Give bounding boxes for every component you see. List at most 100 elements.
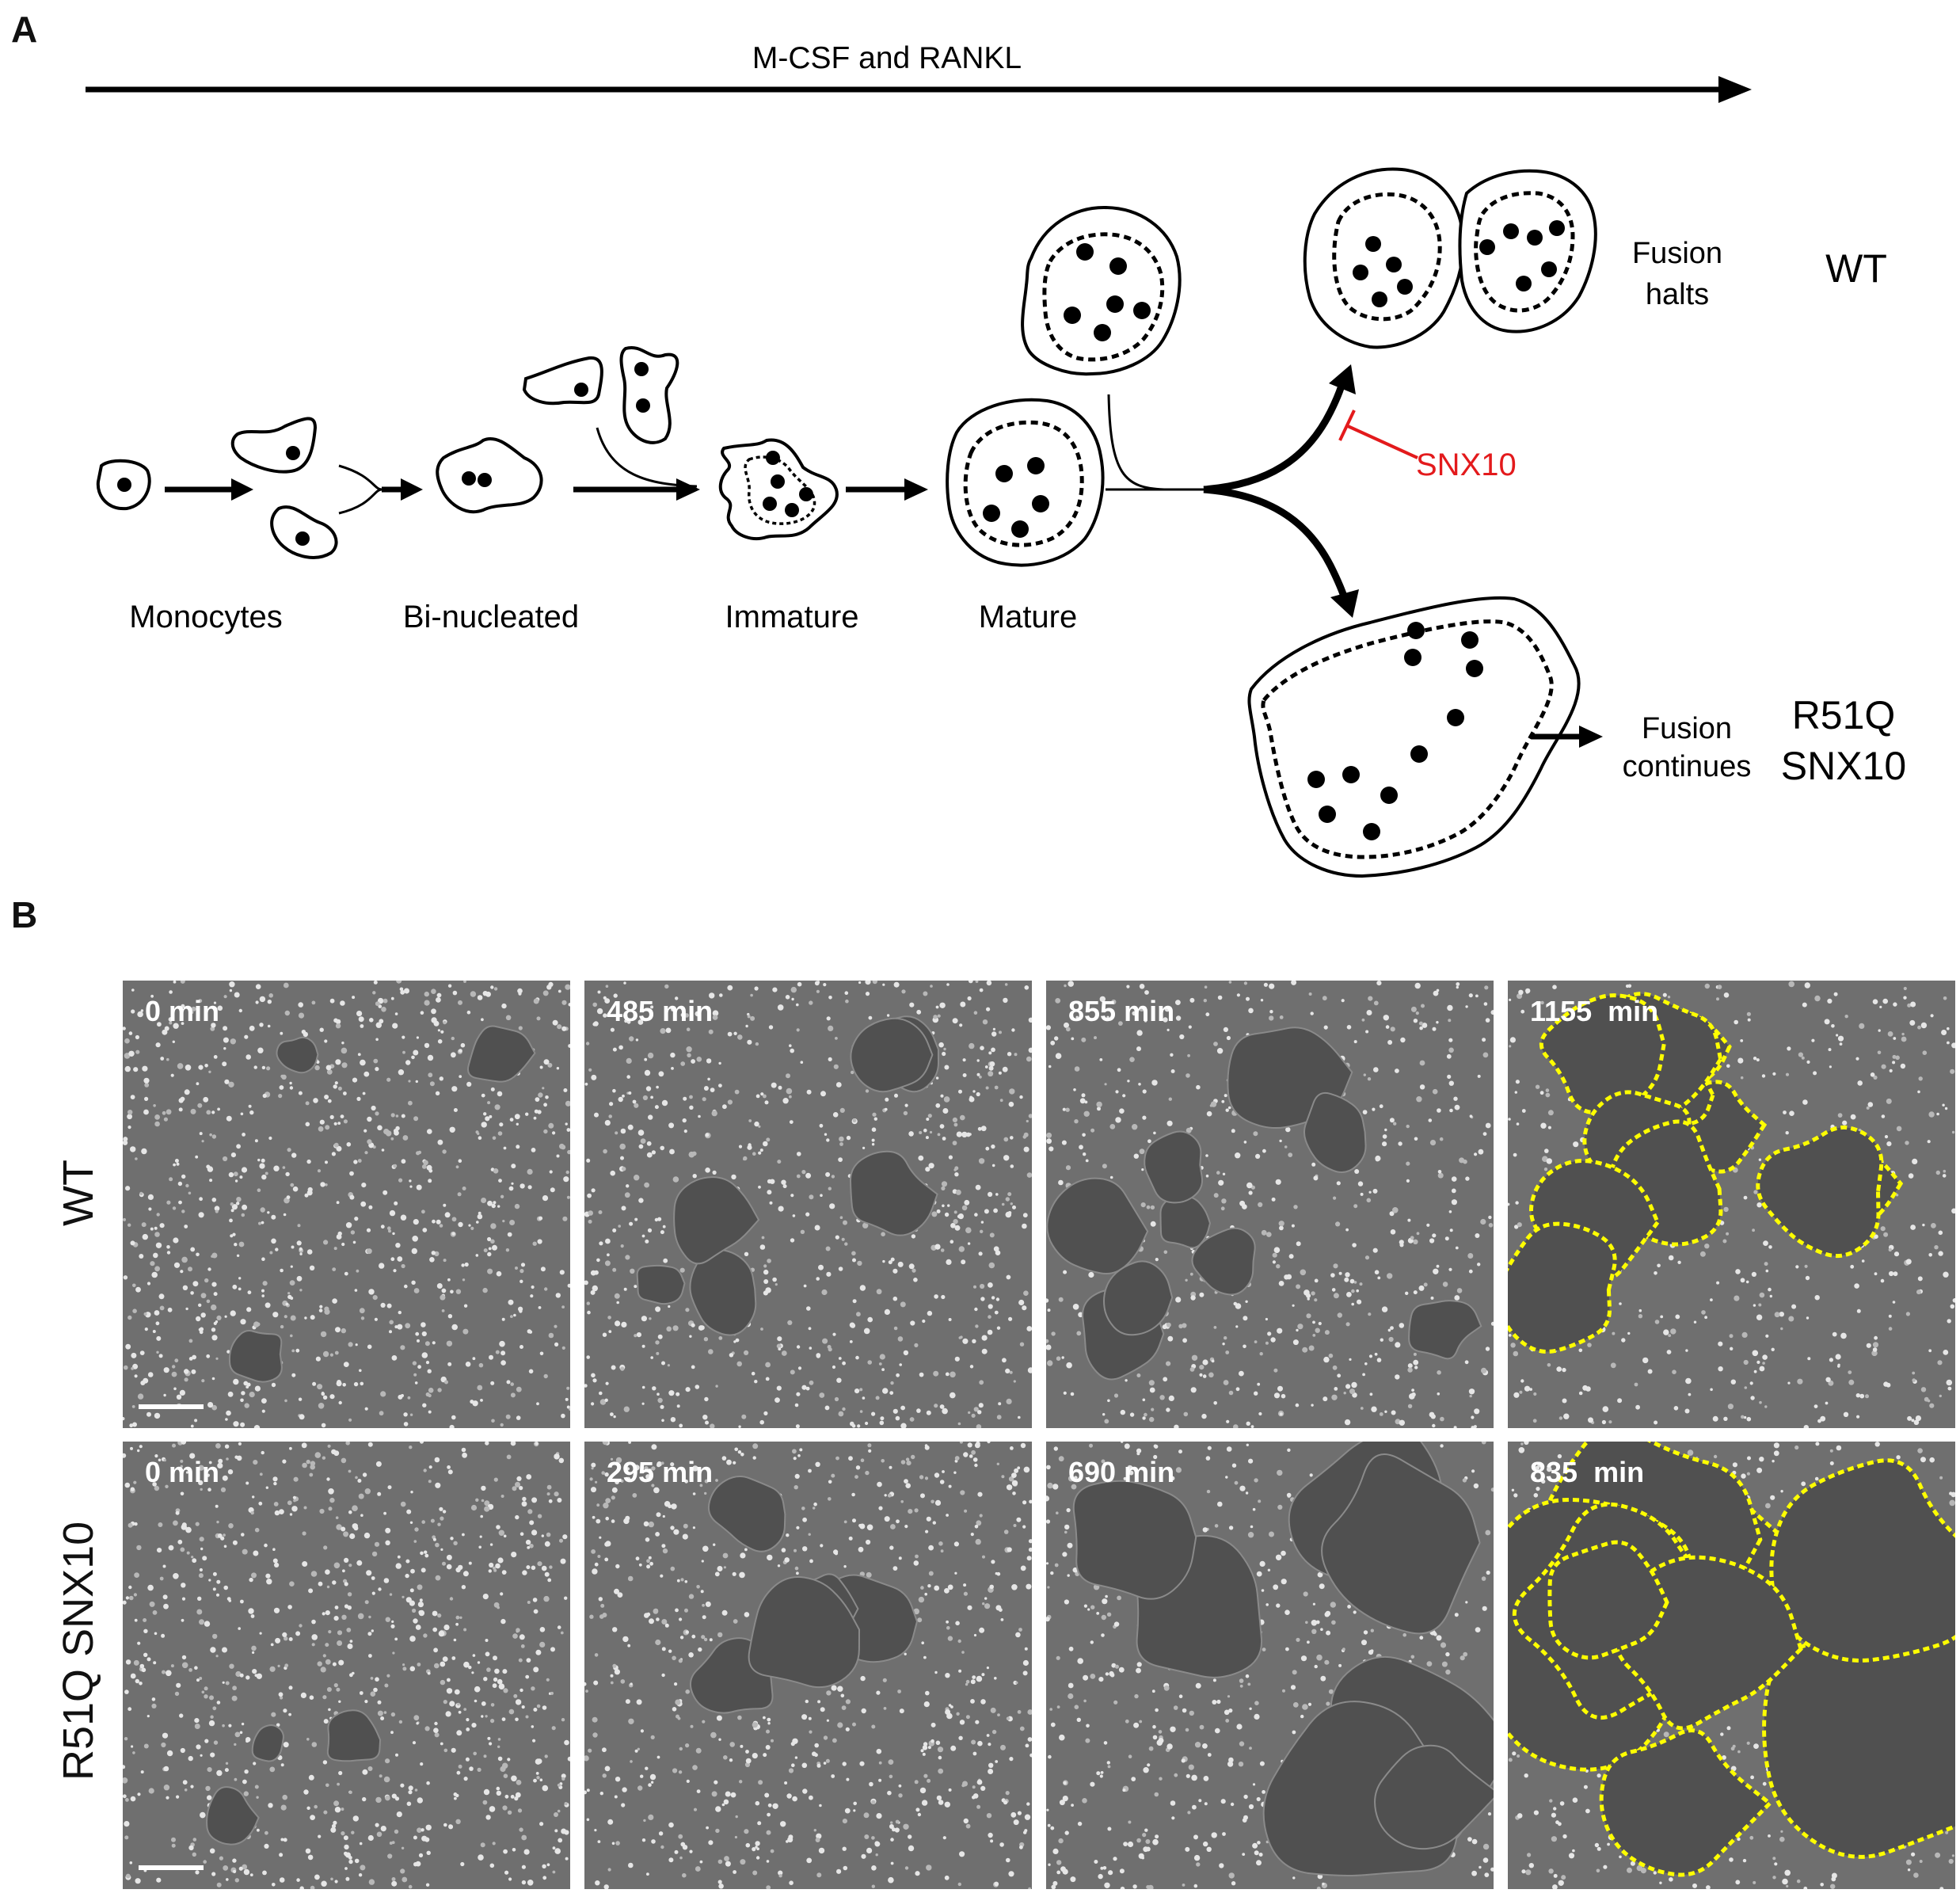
- cell-speckle: [226, 1115, 232, 1122]
- cell-speckle: [513, 1313, 516, 1317]
- cell-speckle: [291, 1349, 295, 1353]
- osteoclast-patch: [748, 1576, 861, 1689]
- cell-speckle: [934, 1670, 938, 1674]
- cell-speckle: [1540, 1000, 1544, 1005]
- cell-speckle: [816, 1763, 821, 1768]
- cell-speckle: [1807, 1357, 1811, 1361]
- cell-speckle: [1215, 1727, 1220, 1734]
- cell-speckle: [519, 1269, 524, 1274]
- cell-speckle: [684, 1580, 688, 1583]
- cell-speckle: [969, 1454, 973, 1458]
- cell-speckle: [881, 1368, 885, 1371]
- cell-speckle: [1183, 1411, 1189, 1417]
- cell-speckle: [1191, 1354, 1198, 1361]
- cell-speckle: [497, 1205, 500, 1208]
- cell-speckle: [838, 1411, 844, 1417]
- cell-speckle: [272, 1883, 276, 1887]
- cell-speckle: [986, 981, 992, 986]
- cell-speckle: [176, 1795, 180, 1799]
- cell-speckle: [497, 1606, 500, 1609]
- cell-speckle: [144, 1096, 149, 1101]
- cell-speckle: [1246, 1421, 1250, 1426]
- cell-speckle: [968, 1411, 971, 1415]
- cell-speckle: [483, 1248, 488, 1253]
- cell-speckle: [988, 1832, 993, 1838]
- cell-speckle: [852, 1118, 857, 1123]
- cell-speckle: [584, 1682, 587, 1686]
- cell-speckle: [503, 1849, 508, 1854]
- cell-speckle: [1936, 1112, 1939, 1116]
- cell-speckle: [889, 1824, 894, 1829]
- cell-speckle: [198, 1328, 202, 1331]
- cell-speckle: [325, 1125, 330, 1130]
- cell-speckle: [1444, 1236, 1449, 1241]
- cell-speckle: [1312, 1602, 1315, 1606]
- cell-speckle: [533, 1708, 538, 1712]
- cell-speckle: [1433, 1268, 1439, 1274]
- cell-speckle: [1416, 1096, 1422, 1103]
- cell-speckle: [352, 1523, 358, 1529]
- cell-speckle: [1673, 1406, 1679, 1411]
- cell-speckle: [318, 1308, 323, 1312]
- cell-speckle: [655, 1532, 660, 1537]
- cell-speckle: [1482, 1857, 1489, 1863]
- cell-speckle: [132, 1751, 135, 1754]
- cell-speckle: [200, 1312, 206, 1318]
- cell-speckle: [275, 1637, 281, 1644]
- cell-speckle: [620, 1244, 624, 1248]
- cell-speckle: [940, 1549, 944, 1553]
- cell-speckle: [786, 1073, 790, 1079]
- cell-speckle: [354, 1217, 359, 1221]
- scale-bar: [139, 1865, 204, 1870]
- cell-speckle: [1019, 1342, 1025, 1347]
- cell-speckle: [1147, 1884, 1154, 1889]
- cell-speckle: [560, 1631, 564, 1635]
- cell-speckle: [645, 1766, 649, 1770]
- cell-speckle: [285, 1171, 290, 1177]
- cell-speckle: [430, 1518, 435, 1523]
- cell-speckle: [537, 1239, 542, 1244]
- cell-speckle: [638, 1563, 642, 1567]
- cell-speckle: [201, 1140, 204, 1143]
- cell-speckle: [455, 1615, 460, 1620]
- cell-speckle: [1908, 1173, 1914, 1179]
- cell-speckle: [329, 1353, 333, 1357]
- cell-speckle: [789, 1095, 792, 1099]
- cell-speckle: [259, 1472, 263, 1476]
- cell-speckle: [584, 1790, 587, 1795]
- cell-speckle: [1607, 1842, 1610, 1846]
- cell-speckle: [259, 1023, 264, 1027]
- cell-speckle: [796, 1392, 801, 1396]
- cell-speckle: [1097, 1103, 1100, 1107]
- cell-speckle: [1243, 1141, 1247, 1144]
- cell-speckle: [789, 1880, 794, 1885]
- cell-speckle: [166, 1109, 172, 1115]
- cell-speckle: [1308, 992, 1312, 996]
- osteoclast-patch: [1191, 1227, 1256, 1296]
- cell-speckle: [592, 1515, 596, 1519]
- cell-speckle: [165, 1484, 169, 1488]
- cell-speckle: [1415, 1011, 1419, 1015]
- cell-speckle: [1142, 1416, 1146, 1420]
- cell-speckle: [345, 1442, 350, 1446]
- cell-speckle: [147, 1004, 150, 1008]
- cell-speckle: [451, 1086, 458, 1092]
- cell-speckle: [1236, 993, 1240, 997]
- cell-speckle: [841, 1705, 847, 1710]
- cell-speckle: [1269, 1531, 1274, 1537]
- cell-speckle: [848, 1456, 853, 1461]
- cell-speckle: [179, 1713, 184, 1718]
- cell-speckle: [471, 1671, 474, 1674]
- cell-speckle: [334, 1880, 338, 1884]
- cell-speckle: [1256, 1860, 1262, 1866]
- cell-speckle: [181, 1442, 187, 1445]
- cell-speckle: [898, 1793, 903, 1798]
- cell-speckle: [946, 983, 950, 986]
- cell-speckle: [1741, 1415, 1745, 1419]
- cell-speckle: [596, 1258, 600, 1263]
- cell-speckle: [1414, 1366, 1418, 1369]
- cell-speckle: [171, 1371, 177, 1377]
- cell-speckle: [483, 1788, 490, 1796]
- cell-speckle: [271, 1382, 276, 1388]
- cell-speckle: [1490, 1867, 1494, 1872]
